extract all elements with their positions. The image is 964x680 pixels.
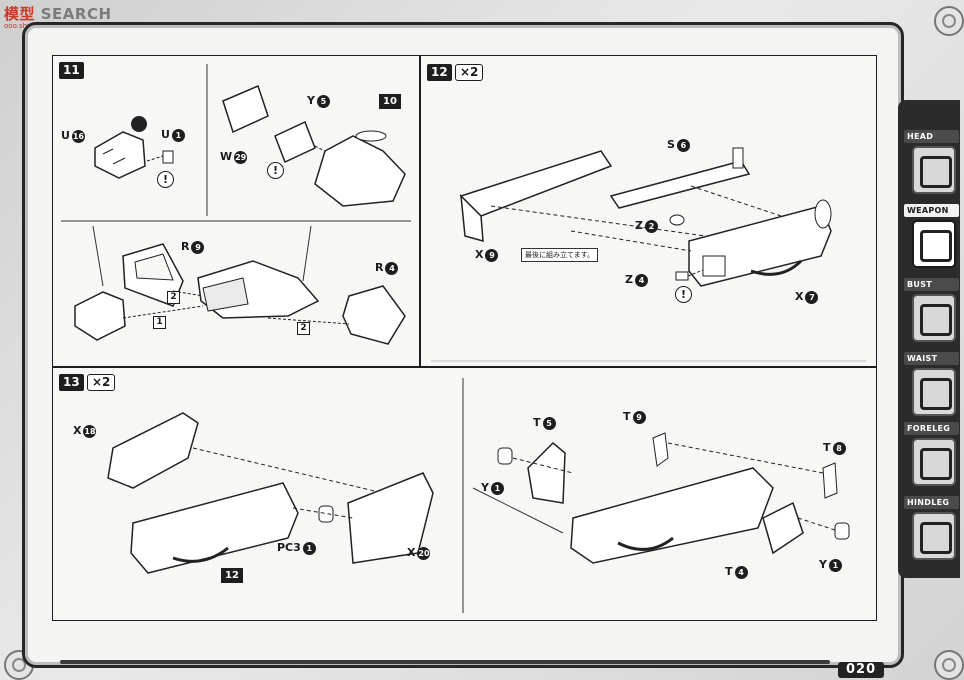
sidebar-tab-foreleg[interactable]: FORELEG — [904, 422, 959, 486]
head-icon — [912, 146, 956, 194]
sidebar-tab-label: WEAPON — [904, 204, 959, 217]
sidebar-tab-weapon[interactable]: WEAPON — [904, 204, 959, 268]
sidebar-tab-label: HEAD — [904, 130, 959, 143]
caution-icon: ! — [675, 286, 692, 303]
caution-icon: ! — [267, 162, 284, 179]
step-number: 13 — [59, 374, 84, 391]
section-sidebar: HEAD WEAPON BUST WAIST FORELEG HINDLEG — [898, 100, 960, 578]
step-number: 12 — [427, 64, 452, 81]
sidebar-tab-label: HINDLEG — [904, 496, 959, 509]
subassembly-ref-10: 10 — [379, 94, 401, 109]
sidebar-tab-label: FORELEG — [904, 422, 959, 435]
weapon-icon — [912, 220, 956, 268]
order-marker-2: 2 — [167, 291, 180, 304]
sidebar-tab-hindleg[interactable]: HINDLEG — [904, 496, 959, 560]
order-marker-1: 1 — [153, 316, 166, 329]
hindleg-icon — [912, 512, 956, 560]
caution-icon: ! — [157, 171, 174, 188]
repeat-count: ×2 — [455, 64, 484, 81]
assembly-note: 最後に組み立てます。 — [521, 248, 598, 262]
corner-ornament — [934, 6, 964, 36]
sidebar-tab-bust[interactable]: BUST — [904, 278, 959, 342]
step-13-diagram — [107, 378, 850, 613]
bust-icon — [912, 294, 956, 342]
page-number: 020 — [838, 662, 885, 678]
corner-ornament — [934, 650, 964, 680]
step-number: 11 — [59, 62, 84, 79]
order-marker-2: 2 — [297, 322, 310, 335]
subassembly-ref-12: 12 — [221, 568, 243, 583]
foreleg-icon — [912, 438, 956, 486]
step-11-diagram — [61, 64, 411, 345]
sidebar-tab-head[interactable]: HEAD — [904, 130, 959, 194]
step-12-diagram — [431, 147, 866, 362]
waist-icon — [912, 368, 956, 416]
watermark-logo: 模型 SEARCH — [4, 5, 112, 23]
repeat-count: ×2 — [87, 374, 116, 391]
sidebar-tab-waist[interactable]: WAIST — [904, 352, 959, 416]
sidebar-tab-label: WAIST — [904, 352, 959, 365]
footer-rule — [60, 660, 830, 664]
sidebar-tab-label: BUST — [904, 278, 959, 291]
